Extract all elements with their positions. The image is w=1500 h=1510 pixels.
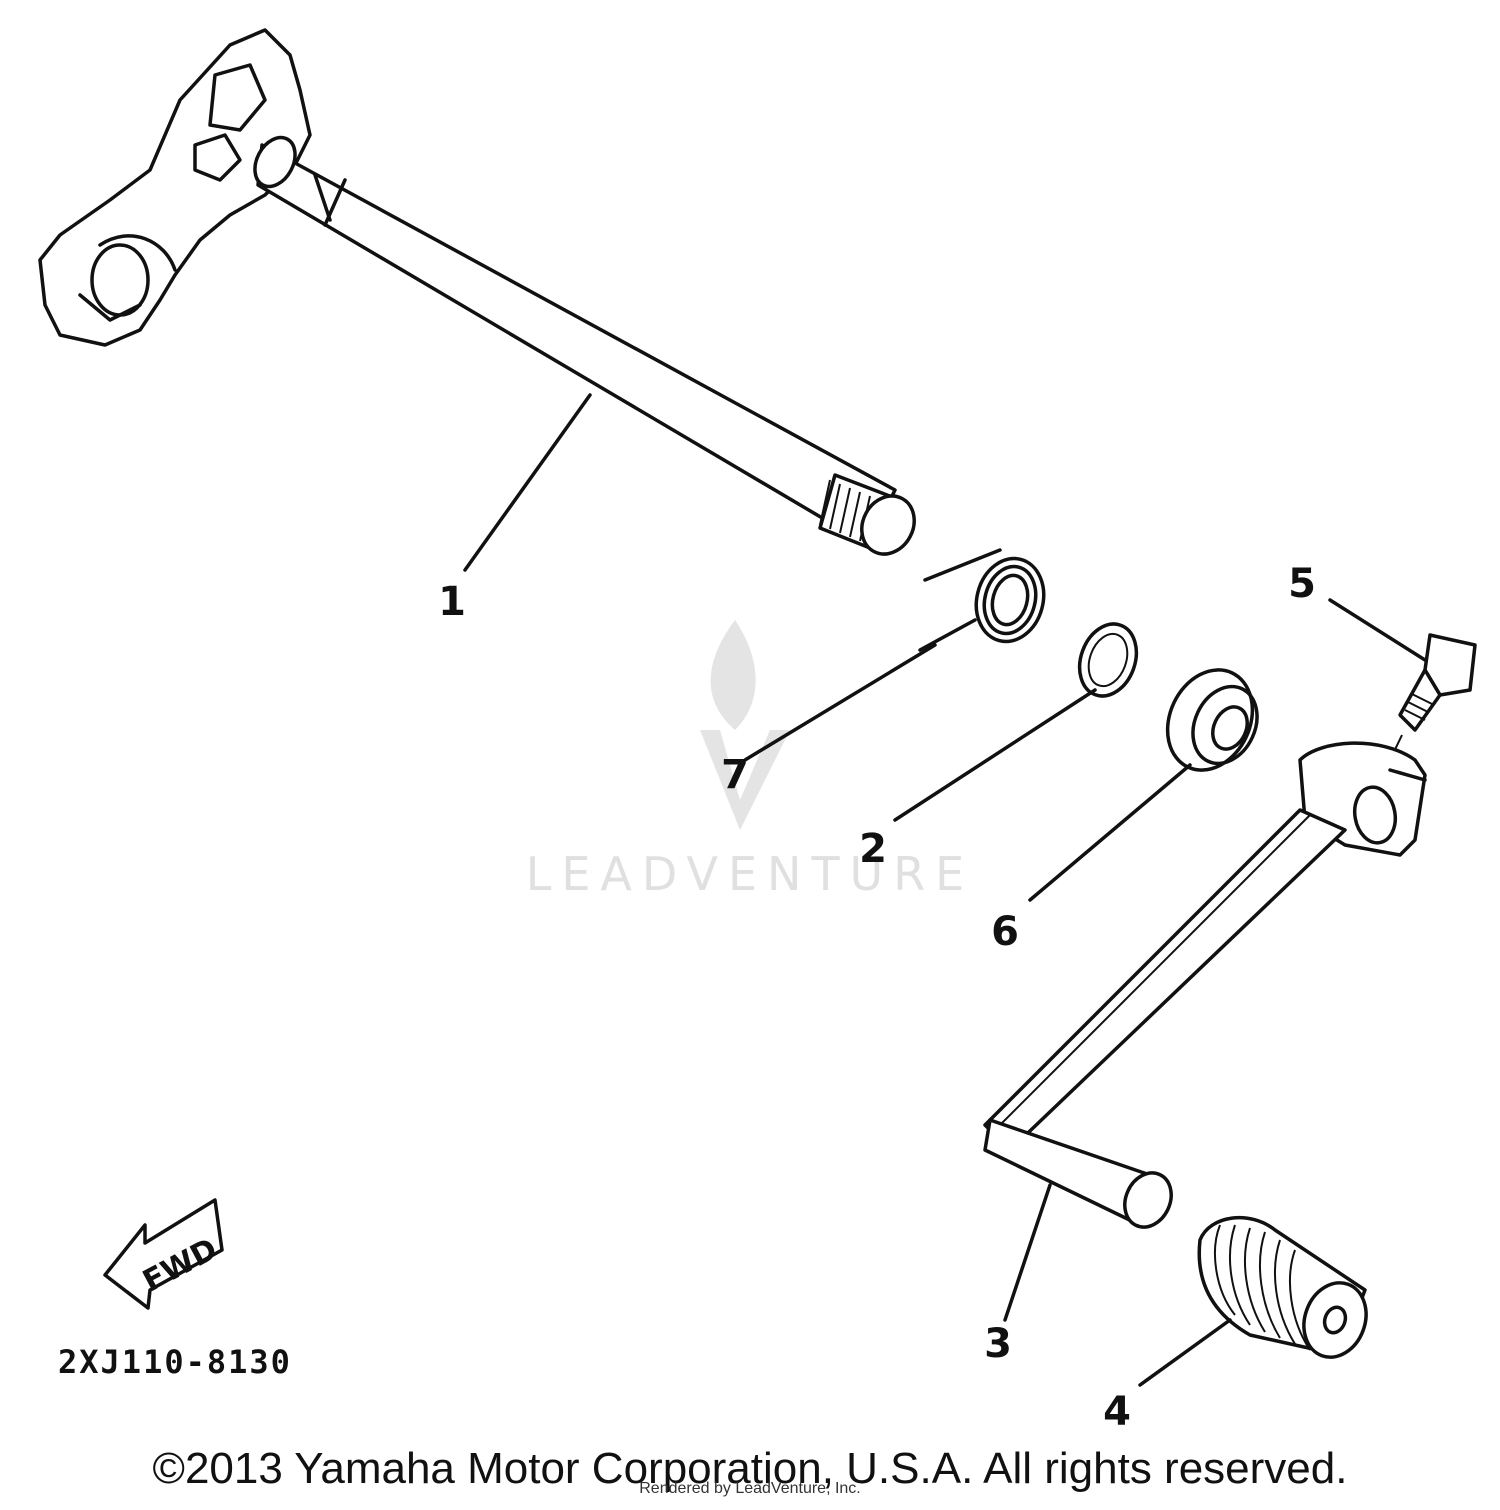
callout-6: 6 — [991, 909, 1019, 955]
shift-shaft — [38, 28, 916, 556]
diagram-part-number: 2XJ110-8130 — [58, 1343, 292, 1381]
callout-4: 4 — [1103, 1389, 1131, 1435]
callout-3: 3 — [984, 1321, 1012, 1367]
watermark-text: LEADVENTURE — [526, 847, 975, 901]
rendered-by-note: Rendered by LeadVenture, Inc. — [639, 1480, 861, 1497]
bolt — [1389, 633, 1477, 761]
callout-7: 7 — [721, 752, 749, 798]
callout-5: 5 — [1288, 561, 1316, 607]
leader-lines — [463, 393, 1427, 1387]
fwd-arrow: FWD — [103, 1198, 224, 1310]
oil-seal — [1165, 668, 1259, 772]
shift-pedal — [983, 741, 1427, 1229]
pedal-rubber — [1197, 1215, 1368, 1359]
callout-2: 2 — [859, 826, 887, 872]
callout-1: 1 — [438, 579, 466, 625]
copyright-notice: ©2013 Yamaha Motor Corporation, U.S.A. A… — [152, 1444, 1348, 1493]
circlip — [1077, 622, 1139, 698]
torsion-spring — [918, 548, 1046, 652]
watermark-logo — [700, 620, 790, 830]
